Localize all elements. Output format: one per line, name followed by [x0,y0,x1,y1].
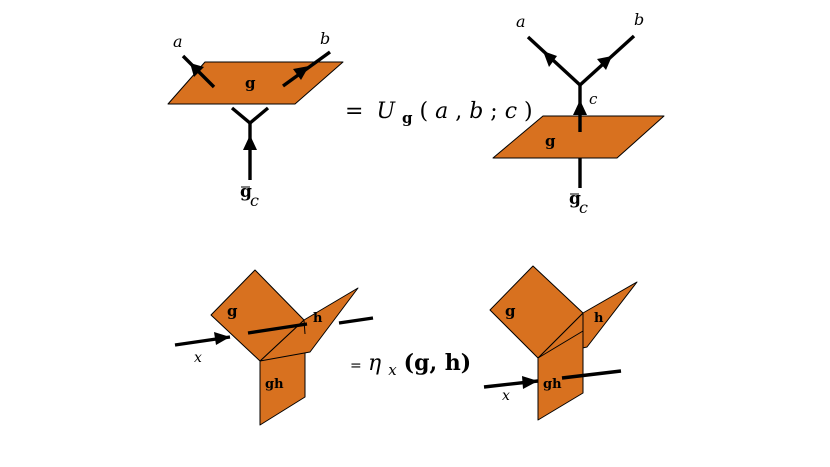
top-left-label-a: a [173,32,183,51]
top-equation-text: = U g ( a , b ; c ) [345,99,533,129]
top-right-c-arrowhead [573,100,587,115]
top-eq-arg-b: b [469,99,483,124]
top-eq-comma: , [455,99,469,124]
top-left-b-arrowhead [293,66,309,80]
top-right-label-b: b [634,10,644,29]
bottom-eq-eta: η [368,351,381,376]
bottom-left-x-wire-mid [247,322,308,335]
bottom-right-diagram: g h gh x [483,265,638,421]
top-eq-equals: = [345,99,363,124]
top-eq-open: ( [419,99,428,124]
top-right-label-c: c [589,90,598,108]
top-eq-sub-g: g [402,109,413,127]
bottom-right-label-h: h [594,311,604,326]
top-left-y-fork [230,106,270,126]
top-right-b-arrowhead [597,56,612,70]
top-left-plane-label: g [245,74,256,92]
bottom-eq-sub-x: x [388,361,397,379]
bottom-right-g-plane [489,265,584,359]
bottom-equation: = η x (g, h) [350,350,471,381]
top-left-bottom-c: c [250,191,259,210]
bottom-left-label-gh: gh [265,377,284,392]
bottom-left-diagram: g h gh x [174,269,374,426]
top-eq-arg-c: c [505,99,517,124]
top-left-diagram: a b g g c [167,29,344,210]
top-eq-close: ) [524,99,533,124]
bottom-right-label-g: g [505,302,516,320]
bottom-left-g-plane [210,269,305,362]
top-right-diagram: a b c g g c [492,10,665,217]
bottom-right-x-wire-right [561,369,622,380]
bottom-eq-args: (g, h) [404,350,472,376]
top-right-g-plane [492,115,665,159]
top-left-a-arrowhead [190,63,204,77]
bottom-right-label-gh: gh [543,377,562,392]
top-right-bottom-c: c [579,198,588,217]
top-equation: = U g ( a , b ; c ) [345,99,533,129]
bottom-right-label-x: x [502,388,510,404]
top-right-label-a: a [516,12,526,31]
top-left-c-arrowhead [243,135,257,150]
top-left-label-b: b [320,29,330,48]
bottom-left-label-x: x [194,350,202,366]
top-eq-U: U [376,99,396,124]
top-right-a-wire [526,35,582,87]
top-right-a-arrowhead [543,51,557,67]
bottom-left-x-arrowhead [214,332,230,345]
bottom-left-x-wire-right [338,316,374,325]
top-eq-arg-a: a [435,99,448,124]
bottom-left-label-h: h [313,311,323,326]
top-eq-semicolon: ; [490,99,504,124]
bottom-left-label-g: g [227,302,238,320]
bottom-right-gh-plane [537,330,584,421]
bottom-eq-equals: = [350,358,362,374]
top-right-plane-label: g [545,132,556,150]
bottom-right-x-arrowhead [522,376,538,389]
bottom-equation-text: η x (g, h) [368,350,471,381]
bottom-left-h-edge [303,319,306,335]
